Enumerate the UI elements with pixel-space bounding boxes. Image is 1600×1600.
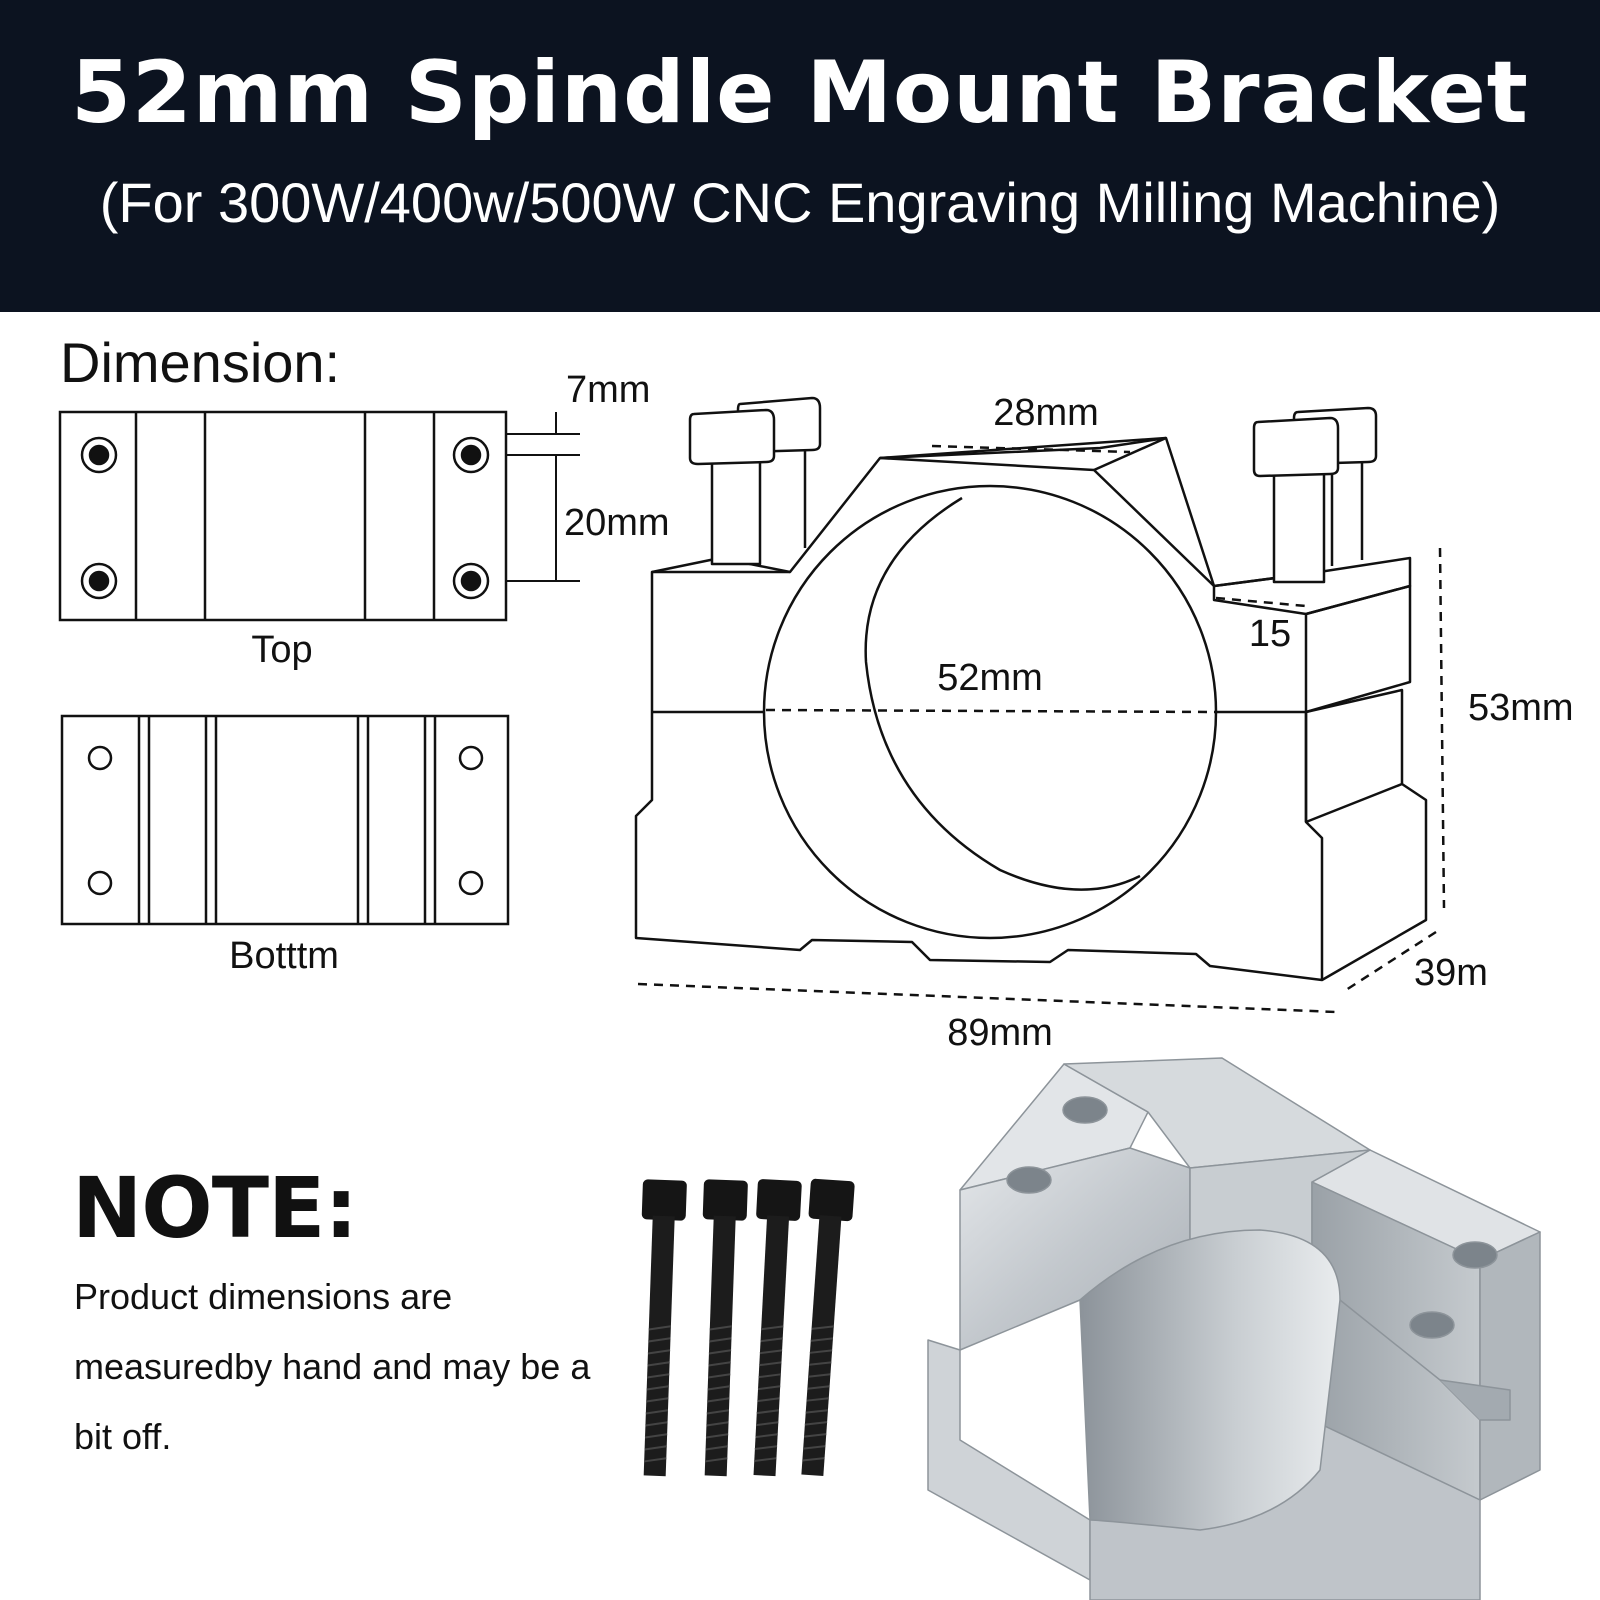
bottom-hole (458, 745, 484, 771)
top-view-label: Top (251, 629, 312, 671)
top-offset-label: 7mm (566, 369, 650, 411)
bottom-view-label: Botttm (229, 935, 339, 977)
mounting-hole-icon (1006, 1166, 1052, 1194)
bolt-front-left (688, 408, 776, 566)
header-banner: 52mm Spindle Mount Bracket (For 300W/400… (0, 0, 1600, 312)
dimension-heading: Dimension: (60, 331, 341, 394)
screw-set (641, 1178, 855, 1477)
step-depth-label: 15 (1249, 613, 1291, 655)
top-width-label: 28mm (993, 392, 1099, 434)
height-label: 53mm (1468, 687, 1574, 729)
product-subtitle: (For 300W/400w/500W CNC Engraving Millin… (99, 171, 1501, 234)
top-view (58, 410, 580, 622)
top-hole (80, 436, 118, 474)
product-title: 52mm Spindle Mount Bracket (71, 43, 1529, 143)
top-hole (452, 436, 490, 474)
mounting-hole-icon (1062, 1096, 1108, 1124)
bottom-hole (87, 870, 113, 896)
mounting-hole-icon (1452, 1241, 1498, 1269)
bracket-photo-icon (927, 1057, 1541, 1600)
length-label: 89mm (947, 1012, 1053, 1054)
screw-icon (801, 1178, 855, 1477)
note-text: Product dimensions are measuredby hand a… (74, 1276, 591, 1457)
top-hole (452, 562, 490, 600)
note-title: NOTE: (72, 1159, 358, 1257)
top-hole (80, 562, 118, 600)
depth-label: 39m (1414, 952, 1488, 994)
bottom-view (60, 714, 510, 926)
bore-diameter-label: 52mm (937, 657, 1043, 699)
bottom-view-outline (60, 714, 510, 926)
screw-icon (702, 1179, 748, 1477)
hole-spacing-label: 20mm (564, 502, 670, 544)
dimension-dash-lines (637, 444, 1446, 1014)
bottom-hole (87, 745, 113, 771)
mounting-hole-icon (1409, 1311, 1455, 1339)
screw-icon (753, 1179, 802, 1477)
screw-icon (641, 1179, 687, 1477)
bottom-hole (458, 870, 484, 896)
top-view-outline (58, 410, 508, 622)
bolt-front-right (1252, 416, 1340, 584)
